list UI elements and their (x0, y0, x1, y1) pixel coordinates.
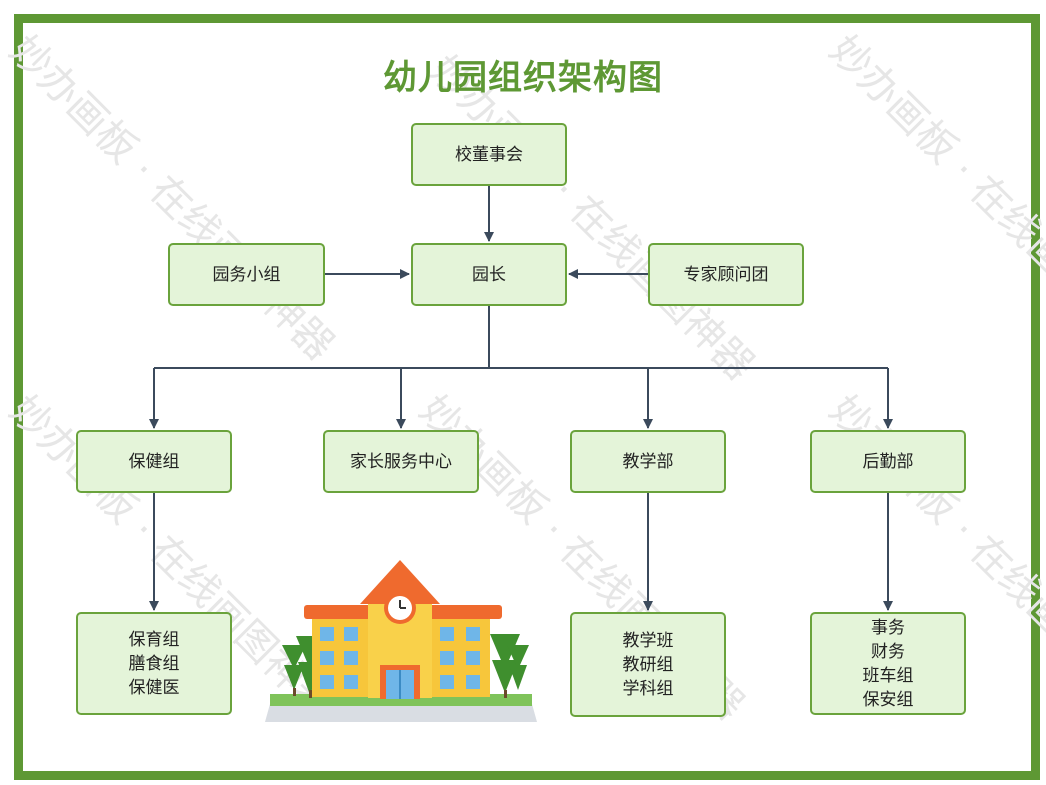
node-teaching-sub[interactable]: 教学班 教研组 学科组 (570, 612, 726, 717)
node-teaching-dept[interactable]: 教学部 (570, 430, 726, 493)
node-parent-center[interactable]: 家长服务中心 (323, 430, 479, 493)
node-logistics-sub[interactable]: 事务 财务 班车组 保安组 (810, 612, 966, 715)
node-health-sub[interactable]: 保育组 膳食组 保健医 (76, 612, 232, 715)
node-principal[interactable]: 园长 (411, 243, 567, 306)
node-health-group[interactable]: 保健组 (76, 430, 232, 493)
node-affairs-group[interactable]: 园务小组 (168, 243, 325, 306)
node-expert-group[interactable]: 专家顾问团 (648, 243, 804, 306)
node-logistics-dept[interactable]: 后勤部 (810, 430, 966, 493)
diagram-title: 幼儿园组织架构图 (383, 58, 663, 98)
node-board[interactable]: 校董事会 (411, 123, 567, 186)
